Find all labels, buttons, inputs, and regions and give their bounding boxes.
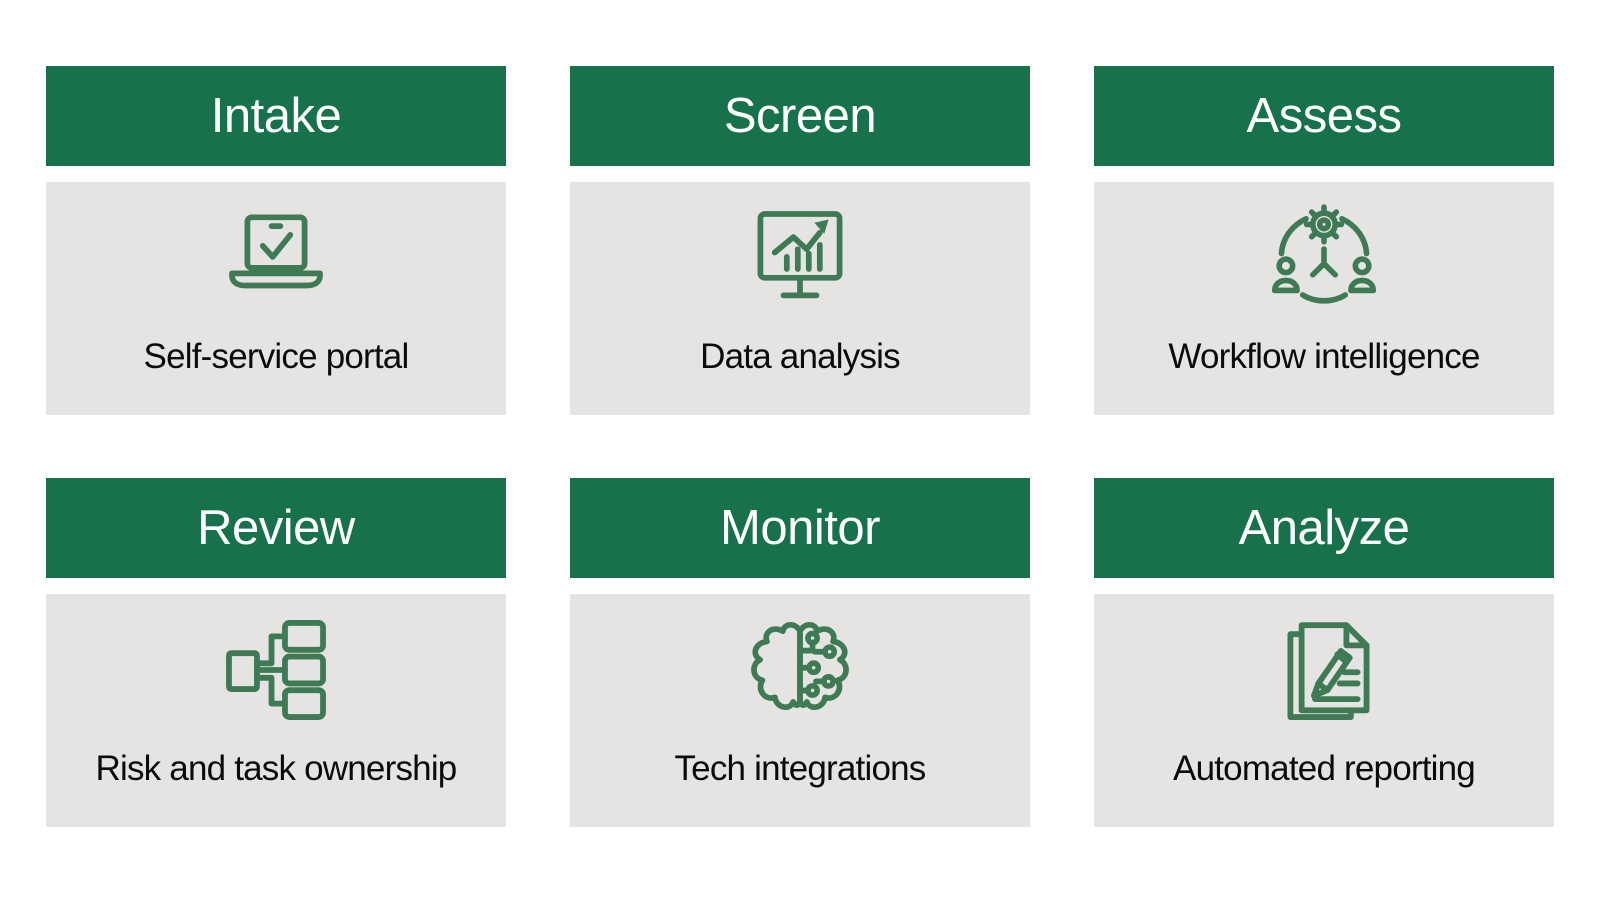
brain-circuit-icon (751, 621, 849, 711)
card-screen-header: Screen (570, 66, 1030, 166)
card-review-label: Risk and task ownership (95, 749, 458, 788)
people-gear-network-icon (1271, 204, 1377, 304)
card-monitor-label: Tech integrations (674, 749, 926, 788)
monitor-chart-icon (757, 211, 843, 299)
card-analyze-body: Automated reporting (1094, 594, 1554, 827)
card-review-header: Review (46, 478, 506, 578)
card-intake: Intake Self-service portal (46, 66, 506, 415)
card-intake-label: Self-service portal (143, 337, 410, 376)
card-analyze-label: Automated reporting (1173, 749, 1476, 788)
card-monitor-body: Tech integrations (570, 594, 1030, 827)
card-screen-body: Data analysis (570, 182, 1030, 415)
card-assess-header: Assess (1094, 66, 1554, 166)
card-screen: Screen Data analysis (570, 66, 1030, 415)
card-monitor: Monitor Tech integrations (570, 478, 1030, 827)
card-screen-label: Data analysis (700, 337, 901, 376)
documents-pencil-icon (1287, 622, 1370, 720)
card-review: Review Risk and task ownership (46, 478, 506, 827)
process-cards-grid: Intake Self-service portal Screen (46, 66, 1554, 827)
card-assess-label: Workflow intelligence (1168, 337, 1480, 376)
card-review-body: Risk and task ownership (46, 594, 506, 827)
org-chart-icon (226, 620, 326, 720)
card-monitor-header: Monitor (570, 478, 1030, 578)
card-assess: Assess (1094, 66, 1554, 415)
card-analyze-header: Analyze (1094, 478, 1554, 578)
laptop-check-icon (229, 214, 323, 289)
card-assess-body: Workflow intelligence (1094, 182, 1554, 415)
card-intake-body: Self-service portal (46, 182, 506, 415)
card-analyze: Analyze Automated reporting (1094, 478, 1554, 827)
card-intake-header: Intake (46, 66, 506, 166)
